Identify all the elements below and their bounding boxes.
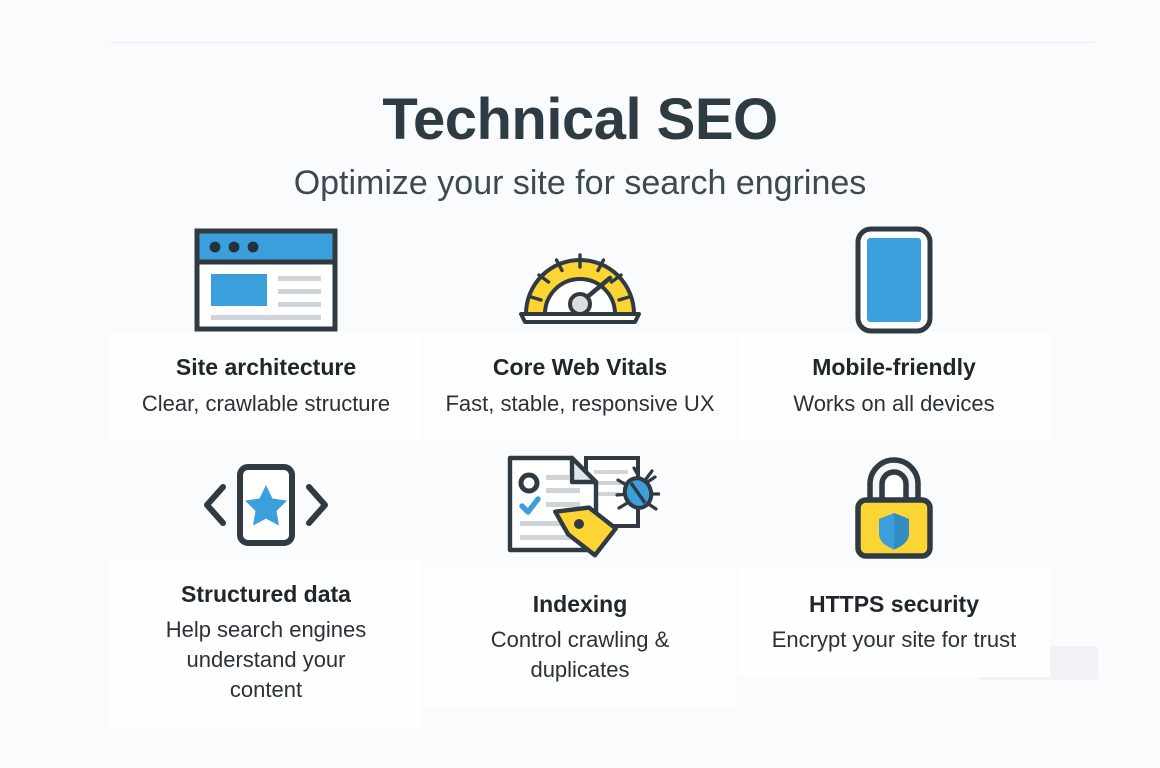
speedometer-gauge-icon [517,222,643,338]
code-brackets-star-icon [195,447,337,563]
documents-tag-bug-icon [500,447,660,563]
browser-window-icon [193,222,339,338]
feature-description: Works on all devices [793,390,995,416]
feature-cell-https-security[interactable]: HTTPS security Encrypt your site for tru… [738,447,1050,677]
header: Technical SEO Optimize your site for sea… [0,88,1160,203]
feature-description: Control crawling & duplicates [490,627,670,682]
feature-description: Encrypt your site for trust [771,627,1017,653]
page-subtitle: Optimize your site for search engrines [293,163,867,202]
feature-card: Indexing Control crawling & duplicates [424,568,736,707]
page-title: Technical SEO [382,87,778,152]
feature-card: Core Web Vitals Fast, stable, responsive… [424,332,736,441]
feature-title: Core Web Vitals [492,354,668,380]
feature-description: Help search engines understand your cont… [165,617,367,702]
feature-title: Mobile-friendly [812,354,976,380]
feature-title: Indexing [532,590,628,617]
feature-cell-site-architecture[interactable]: Site architecture Clear, crawlable struc… [110,222,422,441]
feature-cell-mobile-friendly[interactable]: Mobile-friendly Works on all devices [738,222,1050,441]
padlock-shield-icon [844,447,944,563]
mobile-phone-icon [854,222,934,338]
feature-cell-core-web-vitals[interactable]: Core Web Vitals Fast, stable, responsive… [424,222,736,441]
feature-card: Structured data Help search engines unde… [110,558,422,727]
feature-grid: Site architecture Clear, crawlable struc… [110,222,1050,727]
feature-row-2: Structured data Help search engines unde… [110,447,1050,727]
feature-cell-structured-data[interactable]: Structured data Help search engines unde… [110,447,422,727]
feature-title: Structured data [181,580,351,607]
header-divider [110,42,1095,43]
feature-row-1: Site architecture Clear, crawlable struc… [110,222,1050,441]
feature-description: Clear, crawlable structure [141,390,391,416]
feature-title: Site architecture [175,354,357,380]
feature-card: Site architecture Clear, crawlable struc… [110,332,422,441]
feature-card: Mobile-friendly Works on all devices [738,332,1050,441]
feature-title: HTTPS security [809,590,979,617]
feature-description: Fast, stable, responsive UX [445,390,715,416]
feature-card: HTTPS security Encrypt your site for tru… [738,568,1050,677]
feature-cell-indexing[interactable]: Indexing Control crawling & duplicates [424,447,736,707]
